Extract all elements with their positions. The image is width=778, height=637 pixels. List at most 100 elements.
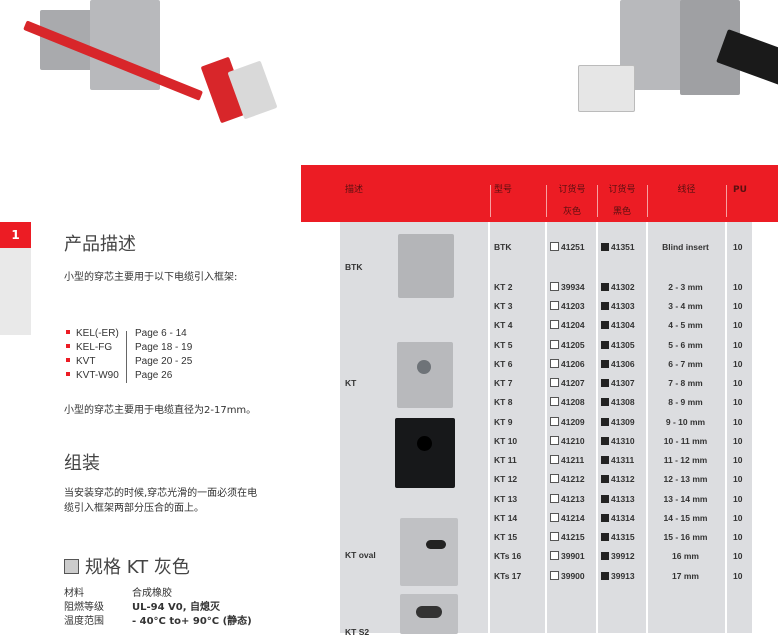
pu: 10 <box>733 359 743 369</box>
order-gray: 41209 <box>550 417 585 427</box>
divider <box>126 331 127 383</box>
table-header: 描述 型号 订货号灰色 订货号黑色 线径 PU <box>301 165 778 222</box>
model: KT 9 <box>494 417 513 427</box>
order-black: 41315 <box>601 532 635 542</box>
btk-insert-image <box>398 234 454 298</box>
cable-diameter: 4 - 5 mm <box>668 320 703 330</box>
model: BTK <box>494 242 512 252</box>
order-gray: 41208 <box>550 397 585 407</box>
table-row: KT 13 41213 41313 13 - 14 mm 10 <box>340 492 752 511</box>
gray-square-icon <box>550 242 559 251</box>
order-black: 39912 <box>601 551 635 561</box>
assembly-title: 组装 <box>64 453 100 474</box>
black-square-icon <box>601 572 609 580</box>
gray-square-icon <box>550 532 559 541</box>
model: KT 8 <box>494 397 513 407</box>
header-model: 型号 <box>494 185 513 195</box>
cable-diameter: 10 - 11 mm <box>663 436 708 446</box>
page-ref: Page 20 - 25 <box>135 356 193 367</box>
table-row: KT 8 41208 41308 8 - 9 mm 10 <box>340 395 752 414</box>
black-square-icon <box>601 418 609 426</box>
table-row: BTK 41251 41351 Blind insert 10 <box>340 240 752 259</box>
table-row: KT 5 41205 41305 5 - 6 mm 10 <box>340 338 752 357</box>
order-gray: 41213 <box>550 494 585 504</box>
gray-square-icon <box>550 417 559 426</box>
product-description-title: 产品描述 <box>64 234 136 255</box>
black-square-icon <box>601 283 609 291</box>
pu: 10 <box>733 532 743 542</box>
gray-square-icon <box>550 359 559 368</box>
black-square-icon <box>601 475 609 483</box>
order-black: 41351 <box>601 242 635 252</box>
order-black: 41312 <box>601 474 635 484</box>
gray-square-icon <box>550 474 559 483</box>
pu: 10 <box>733 301 743 311</box>
gray-square-icon <box>550 436 559 445</box>
gray-square-icon <box>550 551 559 560</box>
table-row: KTs 16 39901 39912 16 mm 10 <box>340 549 752 568</box>
cable-diameter: 3 - 4 mm <box>668 301 703 311</box>
spec-row: 温度范围- 40°C to+ 90°C (静态) <box>64 616 252 627</box>
intro-text: 小型的穿芯主要用于以下电缆引入框架: <box>64 272 238 283</box>
spec-row: 材料合成橡胶 <box>64 588 172 599</box>
cable-diameter: 11 - 12 mm <box>663 455 708 465</box>
gray-square-icon <box>64 558 79 574</box>
pu: 10 <box>733 513 743 523</box>
pu: 10 <box>733 320 743 330</box>
model: KT 2 <box>494 282 513 292</box>
cable-diameter: Blind insert <box>662 242 709 252</box>
cable-diameter: 6 - 7 mm <box>668 359 703 369</box>
gray-square-icon <box>550 571 559 580</box>
kt-black-insert-image <box>395 418 455 488</box>
cable-diameter: 16 mm <box>672 551 699 561</box>
model: KT 11 <box>494 455 517 465</box>
product-photo-cable-black <box>570 0 778 130</box>
assembly-text: 当安装穿芯的时候,穿芯光滑的一面必须在电缆引入框架两部分压合的面上。 <box>64 488 258 514</box>
order-gray: 39901 <box>550 551 585 561</box>
order-black: 41311 <box>601 455 634 465</box>
black-square-icon <box>601 533 609 541</box>
cable-diameter: 7 - 8 mm <box>668 378 703 388</box>
pu: 10 <box>733 242 743 252</box>
cable-diameter: 5 - 6 mm <box>668 340 703 350</box>
table-row: KT 4 41204 41304 4 - 5 mm 10 <box>340 318 752 337</box>
table-row: KTs 17 39900 39913 17 mm 10 <box>340 569 752 588</box>
cable-diameter: 8 - 9 mm <box>668 397 703 407</box>
kt-s-insert-image <box>400 594 458 634</box>
black-square-icon <box>601 243 609 251</box>
black-square-icon <box>601 456 609 464</box>
model: KT 14 <box>494 513 518 523</box>
black-square-icon <box>601 552 609 560</box>
black-square-icon <box>601 379 609 387</box>
gray-square-icon <box>550 513 559 522</box>
gray-square-icon <box>550 494 559 503</box>
cable-diameter: 14 - 15 mm <box>663 513 708 523</box>
pu: 10 <box>733 417 743 427</box>
pu: 10 <box>733 378 743 388</box>
order-gray: 41206 <box>550 359 585 369</box>
model: KT 10 <box>494 436 518 446</box>
cable-diameter: 13 - 14 mm <box>663 494 708 504</box>
table-row: KT 14 41214 41314 14 - 15 mm 10 <box>340 511 752 530</box>
table-row: KT 9 41209 41309 9 - 10 mm 10 <box>340 415 752 434</box>
model: KTs 17 <box>494 571 522 581</box>
kt-oval-insert-image <box>400 518 458 586</box>
order-gray: 41204 <box>550 320 585 330</box>
model: KT 12 <box>494 474 518 484</box>
order-black: 41310 <box>601 436 635 446</box>
frame-names: KEL(-ER) KEL-FG KVT KVT-W90 <box>66 327 119 383</box>
model: KT 13 <box>494 494 518 504</box>
cable-diameter: 9 - 10 mm <box>665 417 706 427</box>
table-row: KT 7 41207 41307 7 - 8 mm 10 <box>340 376 752 395</box>
pu: 10 <box>733 436 743 446</box>
order-black: 41306 <box>601 359 635 369</box>
model: KT 4 <box>494 320 513 330</box>
section-tab: 1 <box>0 222 31 248</box>
model: KT 3 <box>494 301 513 311</box>
order-black: 41313 <box>601 494 635 504</box>
pu: 10 <box>733 474 743 484</box>
black-square-icon <box>601 514 609 522</box>
section-tab-bar <box>0 248 31 335</box>
table-row: KT 10 41210 41310 10 - 11 mm 10 <box>340 434 752 453</box>
group-label-kt-s: KT S2 <box>345 627 370 637</box>
